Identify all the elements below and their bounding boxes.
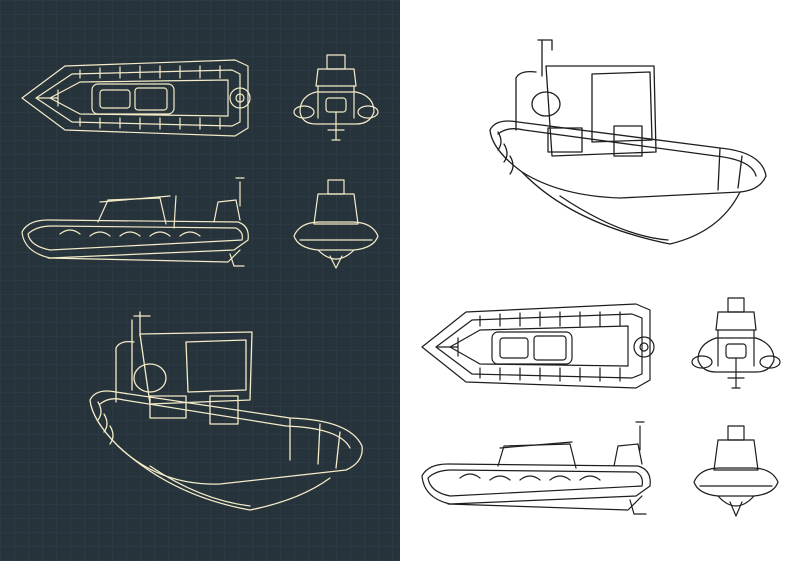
- top-view-light: [421, 303, 655, 389]
- light-drawing-canvas: [400, 0, 800, 561]
- rear-view-dark: [293, 54, 379, 141]
- light-background: [400, 0, 800, 561]
- front-view-dark: [293, 179, 379, 269]
- rear-view-light: [691, 297, 781, 389]
- light-drawing-panel: [400, 0, 800, 561]
- dark-blueprint-canvas: [0, 0, 400, 561]
- perspective-view-dark: [89, 311, 363, 511]
- dark-blueprint-panel: [0, 0, 400, 561]
- perspective-view-light: [489, 39, 767, 245]
- side-view-dark: [21, 177, 249, 267]
- side-view-light: [421, 421, 651, 515]
- front-view-light: [693, 425, 779, 517]
- blueprint-grid: [0, 0, 400, 561]
- top-view-dark: [21, 59, 251, 137]
